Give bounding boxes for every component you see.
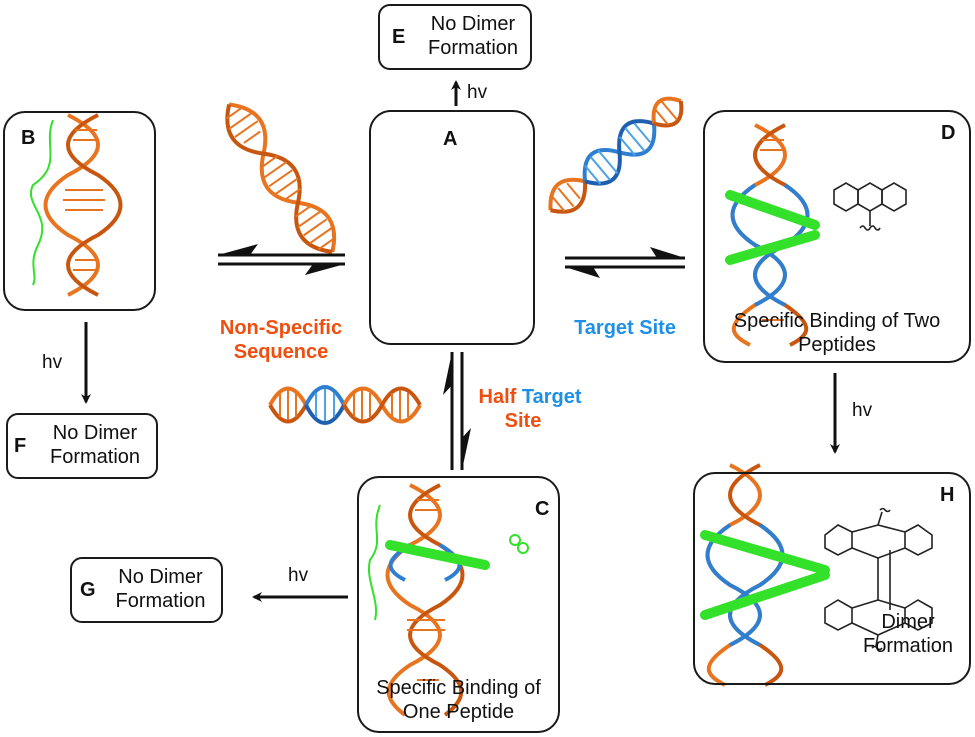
non-specific-sequence-label: Non-Specific Sequence	[206, 316, 356, 364]
site-word: Site	[504, 410, 542, 432]
panel-h-letter: H	[940, 484, 955, 506]
panel-h: H Dimer Formation	[693, 472, 971, 685]
hv-label-b-f: hv	[42, 352, 63, 373]
panel-d-caption-line1: Specific Binding of Two	[733, 310, 941, 332]
panel-d-letter: D	[941, 122, 956, 144]
equilibrium-arrow-a-c	[443, 352, 471, 470]
target-site-label: Target Site	[574, 317, 676, 339]
panel-f-caption: No Dimer Formation	[38, 421, 152, 469]
anthracene-dimer-structure	[824, 507, 933, 651]
panel-d-caption-line2: Peptides	[798, 334, 876, 356]
panel-d-caption: Specific Binding of Two Peptides	[705, 309, 969, 357]
panel-a: A	[369, 110, 535, 345]
non-specific-label-line1: Non-Specific	[219, 317, 343, 339]
half-word: Half	[478, 386, 517, 408]
hv-label-c-g: hv	[288, 565, 309, 586]
equilibrium-arrow-a-b	[218, 244, 345, 275]
equilibrium-arrow-a-d	[565, 247, 685, 278]
dna-complex-d	[725, 123, 820, 347]
panel-g-letter: G	[80, 579, 96, 601]
hv-label-d-h: hv	[852, 400, 873, 421]
panel-b: B	[3, 111, 156, 311]
panel-f-letter: F	[14, 435, 27, 457]
panel-c-caption-line2: One Peptide	[402, 701, 515, 723]
dna-complex-h	[700, 463, 830, 687]
dna-half-target-site	[268, 385, 422, 425]
panel-h-caption: Dimer Formation	[843, 610, 973, 658]
panel-e-caption-line1: No Dimer	[430, 13, 516, 35]
panel-g: G No Dimer Formation	[70, 557, 223, 623]
dna-complex-b	[30, 113, 123, 297]
panel-f-caption-line1: No Dimer	[52, 422, 138, 444]
half-target-site-label: Half Target Site	[470, 385, 590, 433]
panel-f: F No Dimer Formation	[6, 413, 158, 479]
panel-g-caption: No Dimer Formation	[104, 565, 217, 613]
target-word: Target	[521, 386, 582, 408]
panel-g-caption-line1: No Dimer	[118, 566, 203, 588]
panel-e-caption: No Dimer Formation	[420, 12, 526, 60]
panel-g-caption-line2: Formation	[115, 590, 206, 612]
dna-non-specific	[225, 102, 337, 254]
anthracene-structure	[833, 182, 907, 231]
panel-a-letter: A	[443, 128, 458, 150]
panel-d: D Specific Binding of Two Peptides	[703, 110, 971, 363]
panel-e-letter: E	[392, 26, 406, 48]
panel-c-caption-line1: Specific Binding of	[376, 677, 541, 699]
panel-c: C Specific Binding of One Peptide	[357, 476, 560, 733]
panel-f-caption-line2: Formation	[49, 446, 141, 468]
panel-h-caption-line2: Formation	[862, 635, 954, 657]
non-specific-label-line2: Sequence	[233, 341, 329, 363]
hv-label-a-e: hv	[467, 82, 488, 103]
dna-complex-c	[368, 483, 529, 717]
dna-target-site	[548, 96, 684, 214]
panel-c-letter: C	[535, 498, 550, 520]
panel-e: E No Dimer Formation	[378, 4, 532, 70]
panel-c-caption: Specific Binding of One Peptide	[359, 676, 558, 724]
panel-h-caption-line1: Dimer	[881, 611, 935, 633]
panel-b-letter: B	[21, 127, 36, 149]
panel-e-caption-line2: Formation	[427, 37, 519, 59]
